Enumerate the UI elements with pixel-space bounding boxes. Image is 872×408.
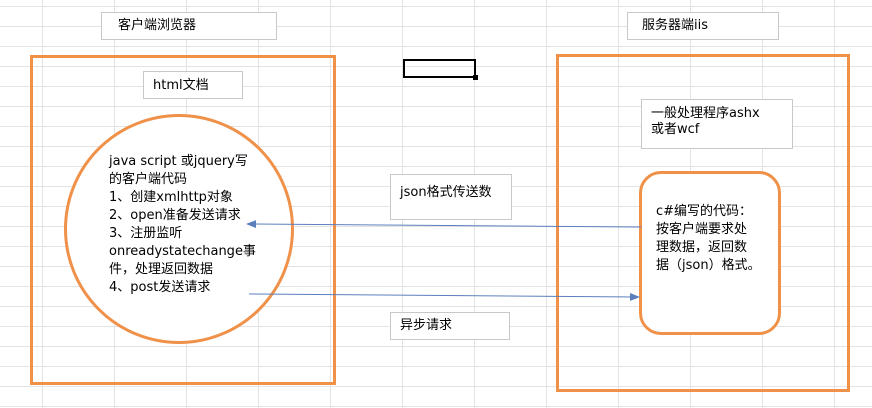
circle-line: 4、post发送请求 xyxy=(109,280,211,295)
circle-line: 2、open准备发送请求 xyxy=(109,208,241,223)
client-browser-box xyxy=(30,55,336,385)
client-code-text: java script 或jquery写 的客户端代码 1、创建xmlhttp对… xyxy=(109,153,256,297)
client-browser-title: 客户端浏览器 xyxy=(101,12,277,40)
circle-line: 件，处理返回数据 xyxy=(109,262,214,277)
server-code-line: 据（json）格式。 xyxy=(656,258,761,273)
server-box xyxy=(556,54,850,392)
html-document-label: html文档 xyxy=(143,71,243,99)
circle-line: 的客户端代码 xyxy=(109,172,188,187)
fill-handle[interactable] xyxy=(473,75,478,80)
handler-label: 一般处理程序ashx 或者wcf xyxy=(641,99,793,149)
request-arrow xyxy=(248,292,640,301)
server-code-line: 按客户端要求处 xyxy=(656,222,748,237)
server-iis-title: 服务器端iis xyxy=(627,12,779,40)
server-code-box xyxy=(639,171,781,335)
server-code-text: c#编写的代码： 按客户端要求处 理数据，返回数 据（json）格式。 xyxy=(656,203,761,275)
server-code-line: c#编写的代码： xyxy=(656,204,753,219)
circle-line: onreadystatechange事 xyxy=(109,244,256,259)
async-request-label: 异步请求 xyxy=(390,312,510,340)
json-transfer-label: json格式传送数 xyxy=(390,174,512,220)
client-code-circle xyxy=(64,114,294,344)
circle-line: 3、注册监听 xyxy=(109,226,183,241)
circle-line: 1、创建xmlhttp对象 xyxy=(109,190,233,205)
handler-line: 一般处理程序ashx xyxy=(651,106,760,121)
response-arrow xyxy=(246,220,642,229)
server-code-line: 理数据，返回数 xyxy=(656,240,748,255)
circle-line: java script 或jquery写 xyxy=(109,154,248,169)
handler-line: 或者wcf xyxy=(651,122,700,137)
selected-cell[interactable] xyxy=(403,59,478,80)
